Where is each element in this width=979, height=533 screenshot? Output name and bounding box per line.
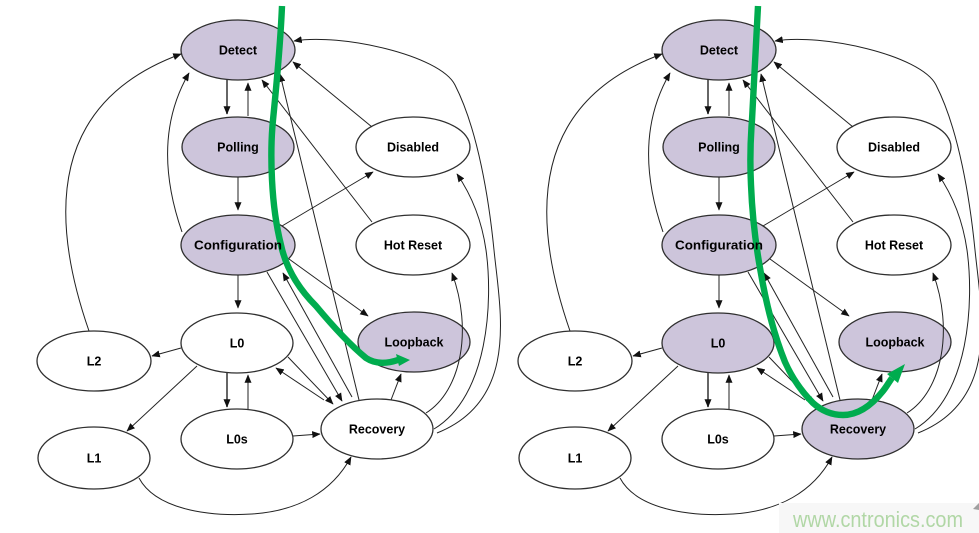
svg-text:L2: L2 [568, 355, 583, 369]
svg-text:Configuration: Configuration [675, 239, 763, 253]
svg-text:L0: L0 [230, 337, 245, 351]
svg-text:Polling: Polling [217, 141, 259, 155]
svg-text:Loopback: Loopback [384, 336, 443, 350]
svg-text:Disabled: Disabled [387, 141, 439, 155]
svg-text:L0: L0 [711, 337, 726, 351]
svg-text:Configuration: Configuration [194, 239, 282, 253]
svg-text:L2: L2 [87, 355, 102, 369]
svg-text:Disabled: Disabled [868, 141, 920, 155]
svg-text:Detect: Detect [700, 44, 739, 58]
svg-text:Hot Reset: Hot Reset [865, 239, 924, 253]
svg-text:Recovery: Recovery [349, 423, 405, 437]
svg-text:L0s: L0s [226, 433, 248, 447]
svg-text:www.cntronics.com: www.cntronics.com [792, 507, 963, 532]
svg-text:Loopback: Loopback [865, 336, 924, 350]
svg-text:Hot Reset: Hot Reset [384, 239, 443, 253]
svg-text:L0s: L0s [707, 433, 729, 447]
svg-text:Detect: Detect [219, 44, 258, 58]
svg-text:L1: L1 [87, 452, 102, 466]
svg-text:L1: L1 [568, 452, 583, 466]
svg-text:Polling: Polling [698, 141, 740, 155]
svg-text:Recovery: Recovery [830, 423, 886, 437]
